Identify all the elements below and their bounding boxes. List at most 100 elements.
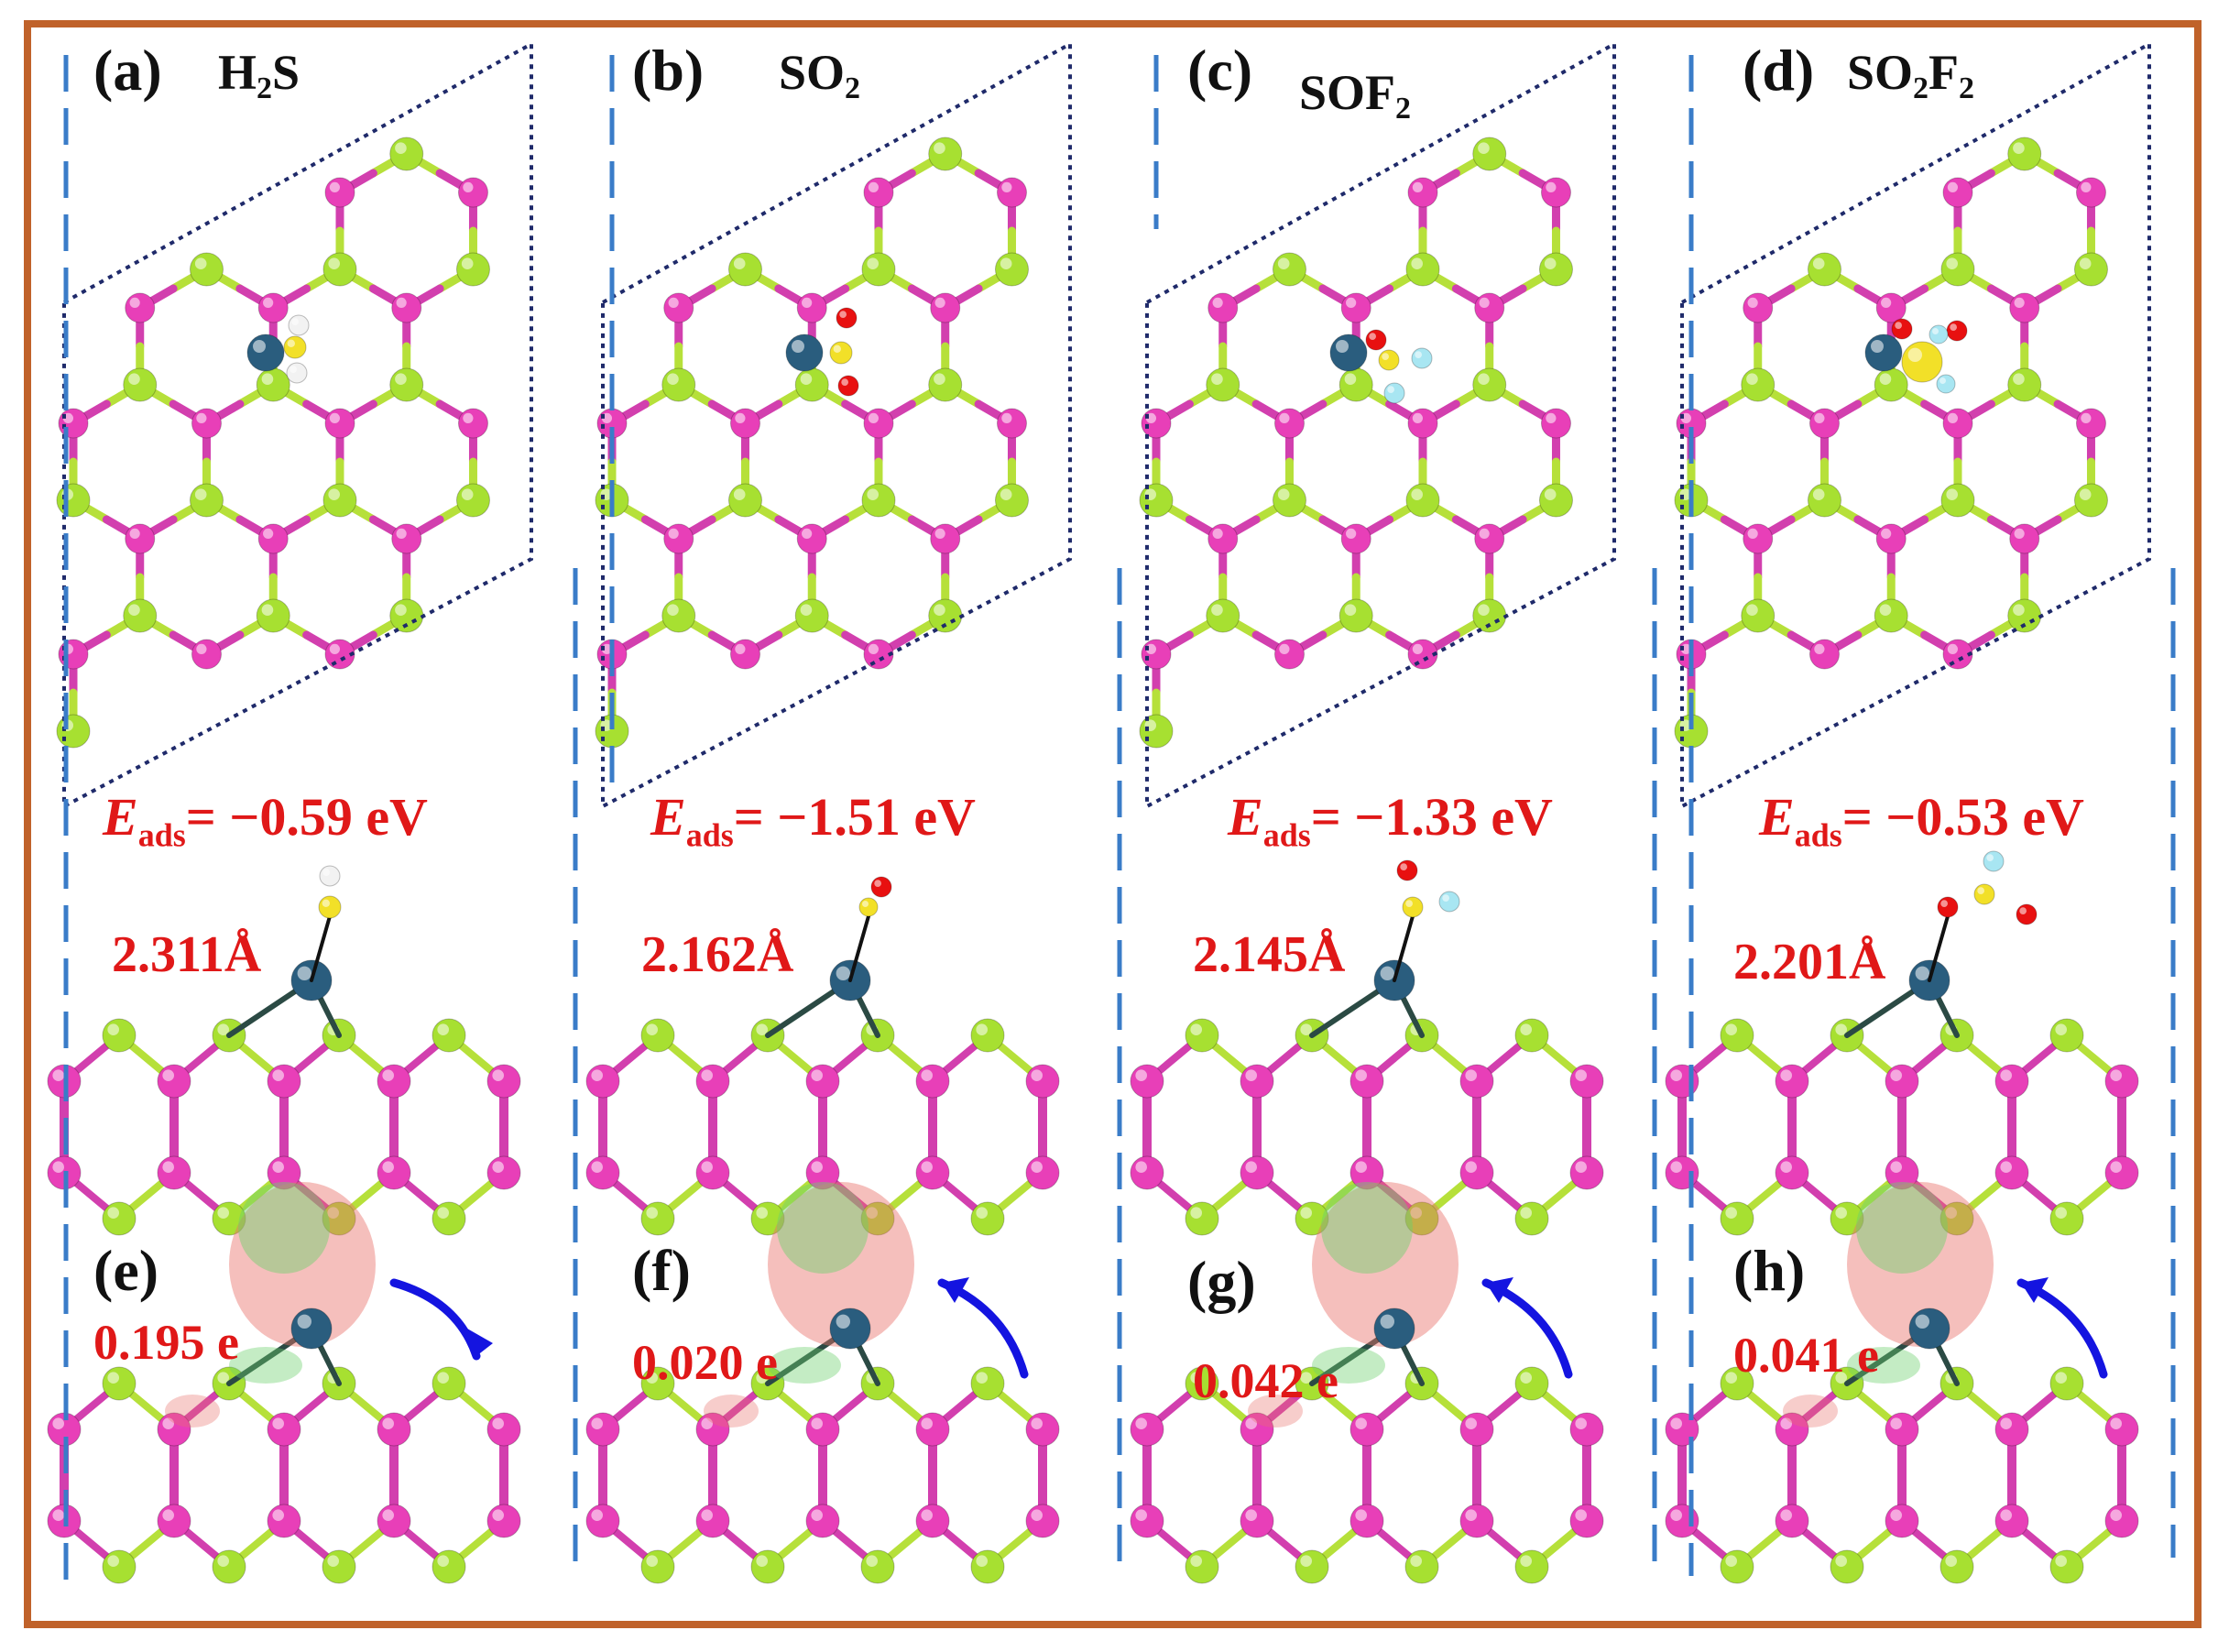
se-atom-highlight xyxy=(492,1161,504,1173)
se-atom-highlight xyxy=(811,1161,823,1173)
s-atom-highlight xyxy=(1190,1372,1202,1384)
s-atom-highlight xyxy=(1300,1207,1312,1219)
s-atom-highlight xyxy=(128,373,140,386)
figure-frame xyxy=(24,20,2202,1628)
se-atom-highlight xyxy=(811,1509,823,1521)
s-atom-highlight xyxy=(2055,1207,2067,1219)
s-atom-highlight xyxy=(1946,488,1958,500)
se-atom-highlight xyxy=(1546,412,1557,423)
adsorption-distance xyxy=(1393,914,1415,982)
metal-atom-highlight xyxy=(1380,1314,1394,1329)
charge-accumulation xyxy=(1248,1395,1303,1428)
s-atom-highlight xyxy=(1520,1023,1532,1035)
se-atom-highlight xyxy=(1412,643,1423,655)
s-atom-highlight xyxy=(2055,1372,2067,1384)
s-atom-highlight xyxy=(646,1372,658,1384)
sulfur-atom-highlight xyxy=(1977,887,1984,895)
metal-atom-highlight xyxy=(792,340,804,353)
se-atom-highlight xyxy=(1546,181,1557,192)
se-atom-highlight xyxy=(1575,1161,1587,1173)
se-atom-highlight xyxy=(1465,1069,1477,1081)
o-atom-highlight xyxy=(2019,907,2027,915)
s-atom-highlight xyxy=(934,604,945,616)
se-atom-highlight xyxy=(1890,1069,1902,1081)
se-atom-highlight xyxy=(2110,1509,2122,1521)
s-atom-highlight xyxy=(2013,604,2025,616)
s-atom-highlight xyxy=(667,373,679,386)
se-atom-highlight xyxy=(1947,412,1958,423)
s-atom-highlight xyxy=(1277,257,1290,270)
se-atom-highlight xyxy=(701,1069,713,1081)
mol-part: SOF xyxy=(1299,65,1396,120)
se-atom-highlight xyxy=(329,643,340,655)
s-atom-highlight xyxy=(1746,373,1758,386)
s-atom-highlight xyxy=(395,604,407,616)
se-atom-highlight xyxy=(2000,1509,2012,1521)
se-atom-highlight xyxy=(1412,181,1423,192)
f-atom-highlight xyxy=(1986,854,1994,862)
charge-density-view xyxy=(47,1182,521,1584)
se-atom-highlight xyxy=(591,1509,603,1521)
se-atom-highlight xyxy=(463,181,474,192)
adsorption-distance xyxy=(848,914,870,982)
se-atom-highlight xyxy=(162,1509,174,1521)
s-atom-highlight xyxy=(934,373,945,386)
arrow-head xyxy=(942,1277,969,1303)
s-atom-highlight xyxy=(107,1555,119,1567)
metal-atom-highlight xyxy=(1871,340,1884,353)
o-atom-highlight xyxy=(1940,900,1948,908)
o-atom-highlight xyxy=(1400,863,1407,871)
arrow-head xyxy=(467,1329,493,1356)
panel-label-h: (h) xyxy=(1733,1238,1806,1303)
charge-transfer-arrow xyxy=(389,1278,481,1361)
se-atom-highlight xyxy=(668,297,679,308)
s-atom-highlight xyxy=(1000,488,1012,500)
se-atom-highlight xyxy=(1031,1161,1043,1173)
se-atom-highlight xyxy=(492,1417,504,1429)
se-atom-highlight xyxy=(811,1069,823,1081)
sulfur-atom-highlight xyxy=(1382,353,1389,360)
se-atom-highlight xyxy=(162,1417,174,1429)
panel-label-e: (e) xyxy=(93,1238,159,1303)
s-atom-highlight xyxy=(107,1372,119,1384)
se-atom-highlight xyxy=(591,1161,603,1173)
se-atom-highlight xyxy=(492,1509,504,1521)
s-atom-highlight xyxy=(1478,142,1490,154)
s-atom-highlight xyxy=(1520,1207,1532,1219)
s-atom-highlight xyxy=(1000,257,1012,270)
s-atom-highlight xyxy=(327,1207,340,1219)
s-atom-highlight xyxy=(461,488,474,500)
se-atom-highlight xyxy=(1135,1417,1147,1429)
se-atom-highlight xyxy=(868,412,879,423)
se-atom-highlight xyxy=(1245,1161,1257,1173)
sulfur-atom-highlight xyxy=(1907,347,1922,362)
charge-accumulation xyxy=(1312,1182,1459,1347)
se-atom-highlight xyxy=(1346,528,1357,540)
charge-depletion xyxy=(777,1182,869,1274)
s-atom-highlight xyxy=(1190,1555,1202,1567)
se-atom-highlight xyxy=(1575,1417,1587,1429)
s-atom-highlight xyxy=(437,1372,450,1384)
f-atom-highlight xyxy=(1387,386,1394,393)
se-atom-highlight xyxy=(1212,297,1223,308)
f-atom-highlight xyxy=(1932,328,1939,334)
charge-density-view xyxy=(1665,1182,2139,1584)
s-atom-highlight xyxy=(1725,1372,1737,1384)
s-atom-highlight xyxy=(261,604,274,616)
s-atom-highlight xyxy=(1812,257,1825,270)
s-atom-highlight xyxy=(217,1023,229,1035)
adsorbate-top xyxy=(246,314,310,384)
mol-part: H xyxy=(218,45,257,100)
sulfur-atom-highlight xyxy=(833,345,841,353)
charge-accumulation xyxy=(165,1395,220,1428)
molecule-label-sof2: SOF2 xyxy=(1299,64,1411,126)
metal-atom-highlight xyxy=(836,1314,850,1329)
charge-density-view xyxy=(585,1182,1060,1584)
se-atom-highlight xyxy=(2014,297,2025,308)
energy-value: = −1.33 eV xyxy=(1310,787,1553,847)
s-atom-highlight xyxy=(1520,1555,1532,1567)
se-atom-highlight xyxy=(1355,1161,1367,1173)
bond-distance-so2f2: 2.201Å xyxy=(1733,934,1886,990)
side-view-slab xyxy=(1665,850,2139,1236)
panel-so2f2-structure xyxy=(1665,40,2151,1584)
